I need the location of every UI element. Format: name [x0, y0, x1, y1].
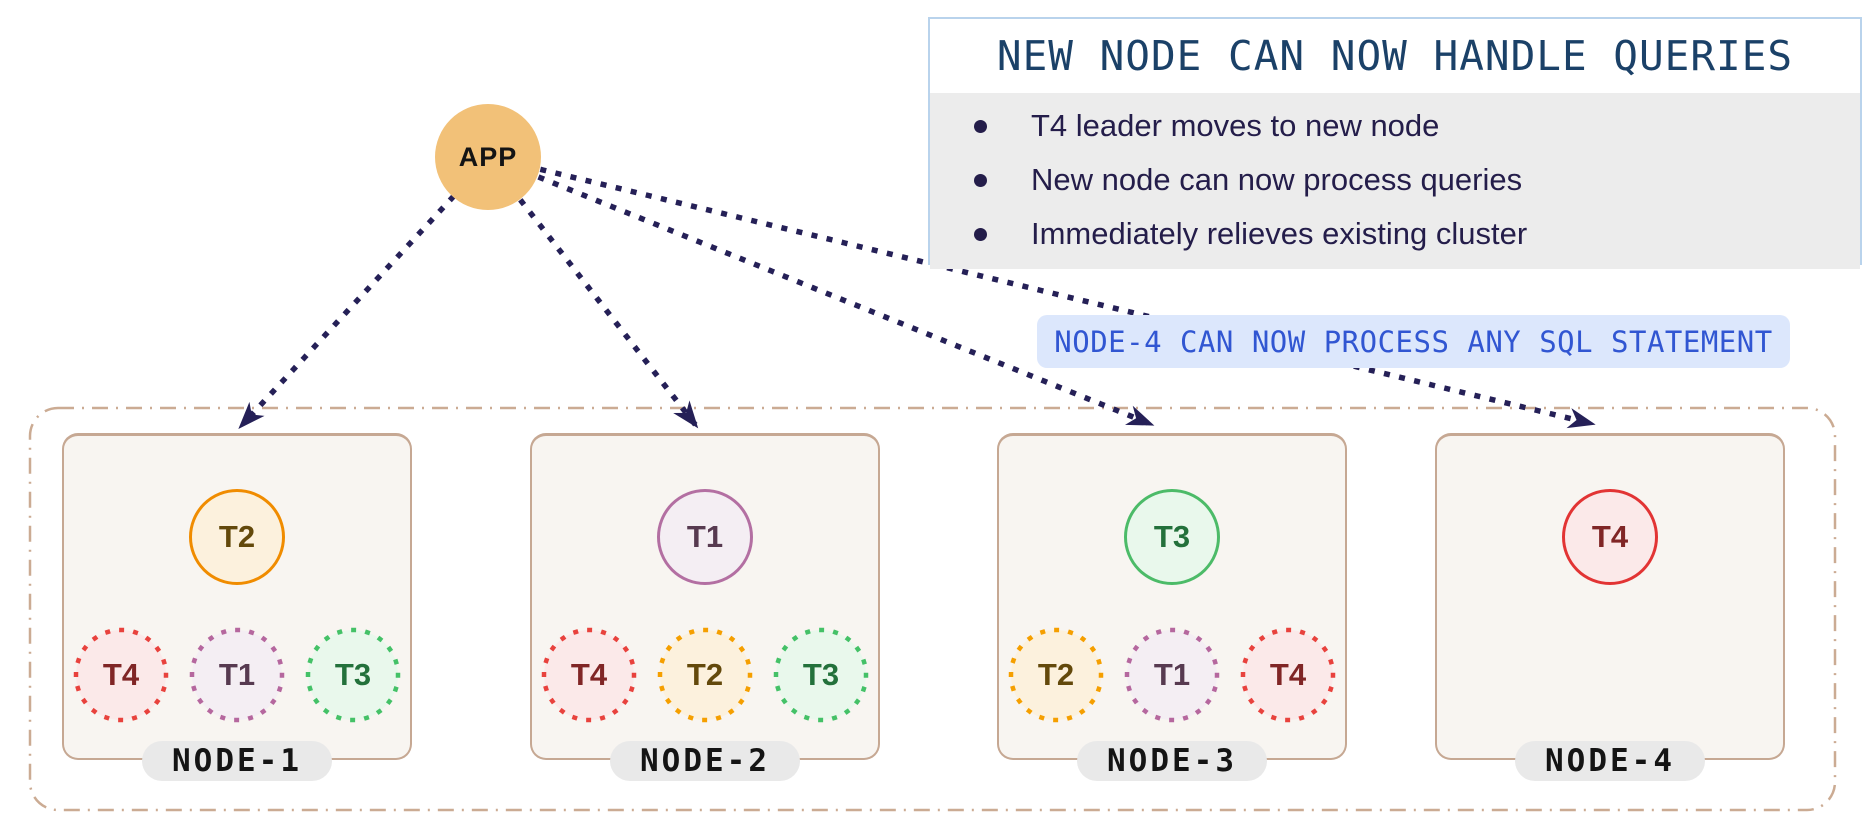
dotted-ring	[657, 627, 753, 723]
tablet-label: T2	[1037, 657, 1075, 692]
tablet-follower-circle: T1	[1124, 627, 1220, 723]
tablet-label: T2	[218, 519, 256, 554]
node-name: NODE-2	[640, 743, 770, 779]
app-label: APP	[458, 141, 518, 172]
node-name-pill: NODE-3	[1077, 741, 1267, 781]
dotted-ring	[1124, 627, 1220, 723]
node-box-3: T3 T2 T1 T4 NODE-3	[997, 433, 1347, 781]
bullet-icon	[974, 227, 987, 241]
tablet-leader-circle: T3	[1124, 489, 1220, 585]
node-box-4: T4 NODE-4	[1435, 433, 1785, 781]
tablet-follower-circle: T2	[1008, 627, 1104, 723]
dotted-ring	[189, 627, 285, 723]
info-bullet-text: New node can now process queries	[1031, 162, 1523, 197]
tablet-leader-circle: T4	[1562, 489, 1658, 585]
dotted-ring	[305, 627, 401, 723]
info-box-title-bar: NEW NODE CAN NOW HANDLE QUERIES	[930, 19, 1860, 93]
node-name: NODE-1	[172, 743, 302, 779]
dotted-ring	[1240, 627, 1336, 723]
arrow-app-to-node-4	[539, 166, 1596, 429]
node4-callout-text: NODE-4 CAN NOW PROCESS ANY SQL STATEMENT	[1054, 324, 1773, 359]
arrow-app-to-node-1	[238, 194, 456, 430]
node-box-2: T1 T4 T2 T3 NODE-2	[530, 433, 880, 781]
node-name-pill: NODE-2	[610, 741, 800, 781]
tablet-label: T4	[1591, 519, 1629, 554]
info-bullet-row: New node can now process queries	[930, 153, 1860, 207]
node-name-pill: NODE-4	[1515, 741, 1705, 781]
tablet-label: T4	[570, 657, 608, 692]
dotted-ring	[541, 627, 637, 723]
arrow-app-to-node-2	[518, 198, 699, 429]
dotted-ring	[773, 627, 869, 723]
cluster-dashed-border	[28, 406, 1837, 812]
tablet-follower-circle: T2	[657, 627, 753, 723]
tablet-leader-circle: T1	[657, 489, 753, 585]
app-circle: APP	[435, 104, 541, 210]
tablet-leader-circle: T2	[189, 489, 285, 585]
info-bullet-text: Immediately relieves existing cluster	[1031, 216, 1528, 251]
info-box-body: T4 leader moves to new node New node can…	[930, 93, 1860, 269]
tablet-label: T4	[1269, 657, 1307, 692]
tablet-follower-circle: T4	[541, 627, 637, 723]
info-bullet-text: T4 leader moves to new node	[1031, 108, 1440, 143]
tablet-follower-circle: T4	[1240, 627, 1336, 723]
info-box-title: NEW NODE CAN NOW HANDLE QUERIES	[996, 32, 1794, 80]
tablet-label: T1	[1153, 657, 1191, 692]
tablet-label: T4	[102, 657, 140, 692]
tablet-follower-circle: T3	[773, 627, 869, 723]
tablet-label: T1	[686, 519, 724, 554]
bullet-icon	[974, 119, 987, 133]
info-box: NEW NODE CAN NOW HANDLE QUERIES T4 leade…	[928, 17, 1862, 269]
node-box-1: T2 T4 T1 T3 NODE-1	[62, 433, 412, 781]
tablet-follower-circle: T4	[73, 627, 169, 723]
dotted-ring	[73, 627, 169, 723]
tablet-label: T1	[218, 657, 256, 692]
tablet-label: T3	[802, 657, 840, 692]
arrow-app-to-node-3	[537, 174, 1155, 427]
node-name: NODE-3	[1107, 743, 1237, 779]
tablet-follower-circle: T3	[305, 627, 401, 723]
node-name: NODE-4	[1545, 743, 1675, 779]
dotted-ring	[1008, 627, 1104, 723]
info-bullet-row: Immediately relieves existing cluster	[930, 207, 1860, 261]
info-bullet-row: T4 leader moves to new node	[930, 99, 1860, 153]
bullet-icon	[974, 173, 987, 187]
node4-callout: NODE-4 CAN NOW PROCESS ANY SQL STATEMENT	[1037, 315, 1790, 368]
tablet-label: T3	[1153, 519, 1191, 554]
node-name-pill: NODE-1	[142, 741, 332, 781]
tablet-follower-circle: T1	[189, 627, 285, 723]
tablet-label: T3	[334, 657, 372, 692]
tablet-label: T2	[686, 657, 724, 692]
